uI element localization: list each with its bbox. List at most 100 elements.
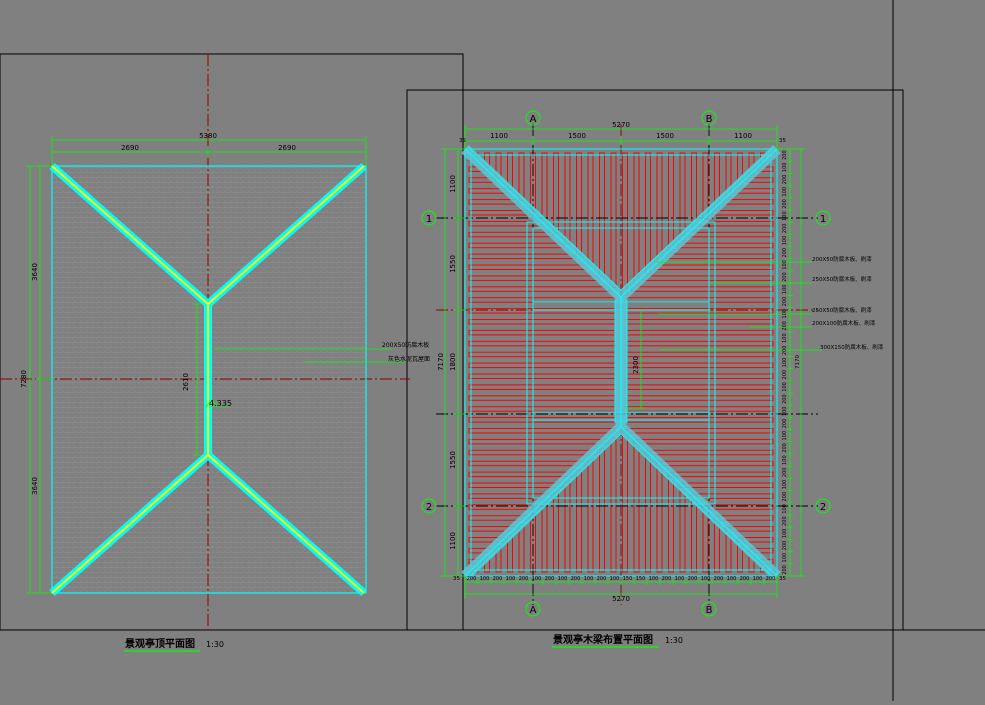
rafter-top [656, 152, 663, 264]
right-rafter-dim-19: 100 [782, 382, 788, 392]
rafter-left [468, 428, 616, 434]
right-rafter-dim-8: 200 [782, 248, 788, 258]
rafter-right [626, 362, 774, 369]
rafter-right [626, 351, 774, 358]
beam-note-1: 200X50防腐木板、刷漆 [812, 255, 872, 263]
roof-hip-ridges [49, 163, 367, 596]
right-rafter-dim-32: 200 [782, 541, 788, 551]
roof-half-width-left: 2690 [121, 144, 139, 152]
bottom-rafter-dim-16: 100 [675, 576, 685, 582]
rafter-bottom [656, 461, 663, 573]
bottom-rafter-dim-9: 100 [584, 576, 594, 582]
axis-bubble-1-right: 1 [815, 210, 831, 226]
axis-bubble-a-bottom: A [525, 601, 541, 617]
rafter-left [468, 340, 616, 347]
rafter-right [626, 428, 774, 434]
rafter-top [633, 152, 640, 286]
diagonal-hip-beams [461, 145, 781, 580]
roof-plan: 2610 4.335 200X50防腐木板 灰色水泥瓦屋面 5380 2690 … [0, 54, 430, 652]
rafter-top [610, 152, 617, 289]
right-rafter-dim-27: 100 [782, 480, 788, 490]
rafter-top [576, 152, 582, 256]
beam-note-3: 250X50防腐木板、刷漆 [812, 306, 872, 314]
roof-elevation-value: 4.335 [209, 399, 232, 408]
rafter-right [723, 199, 774, 205]
rafter-right [626, 340, 774, 347]
axis-bubble-2-left: 2 [421, 498, 437, 514]
roof-note-board: 200X50防腐木板 [382, 341, 429, 349]
rafter-bottom [587, 458, 594, 573]
rafter-left [468, 199, 519, 205]
svg-text:B: B [706, 605, 713, 616]
rafter-right [666, 471, 774, 478]
beam-dim-top-1: 1100 [490, 132, 508, 140]
svg-text:1: 1 [820, 214, 826, 225]
right-rafter-dim-18: 200 [782, 370, 788, 380]
roof-note-leaders [214, 348, 405, 363]
beam-right-rafter-dims: 200 100 200 100 200 100 200 100 200 100 200 100 200 1… [782, 148, 793, 575]
right-rafter-dim-9: 100 [782, 260, 788, 270]
roof-plan-title: 景观亭顶平面图 [125, 637, 195, 650]
roof-lower-depth: 3640 [31, 477, 39, 495]
rafter-bottom [622, 428, 628, 573]
rafter-right [688, 231, 774, 238]
rafter-left [468, 319, 616, 325]
rafter-left [468, 482, 564, 488]
roof-upper-depth: 3640 [31, 263, 39, 281]
rafter-left [468, 308, 616, 314]
bottom-rafter-dim-14: 100 [649, 576, 659, 582]
right-rafter-dim-33: 100 [782, 553, 788, 563]
rafter-top [564, 152, 571, 245]
right-rafter-dim-2: 200 [782, 175, 788, 185]
right-rafter-dim-6: 200 [782, 224, 788, 234]
axis-bubble-1-left: 1 [421, 210, 437, 226]
rafter-left [468, 438, 610, 445]
beam-corner-note-right: 35 [779, 138, 786, 144]
beam-note-4: 200X100防腐木板、刷漆 [812, 319, 876, 327]
rafter-top [541, 152, 548, 223]
beam-top-dimensions [464, 125, 778, 149]
right-rafter-dim-20: 200 [782, 394, 788, 404]
beam-note-5: 300X150防腐木板、刷漆 [820, 343, 884, 351]
svg-text:1: 1 [426, 214, 432, 225]
roof-total-width: 5380 [199, 132, 217, 140]
right-rafter-dim-4: 200 [782, 199, 788, 209]
right-rafter-dim-26: 200 [782, 468, 788, 478]
rafter-bottom [645, 450, 651, 573]
roof-ridge-length: 2610 [182, 373, 190, 391]
svg-text:2: 2 [820, 502, 826, 513]
rafter-right [632, 438, 774, 445]
rafter-top [518, 152, 525, 201]
svg-text:A: A [530, 114, 537, 125]
right-rafter-dim-1: 100 [782, 163, 788, 173]
rafter-right [626, 384, 774, 390]
rafter-left [468, 329, 616, 336]
rafter-right [626, 329, 774, 336]
rafter-right [626, 308, 774, 314]
roof-total-height: 7280 [20, 370, 28, 388]
rafter-left [468, 460, 587, 467]
rafter-left [468, 362, 616, 369]
beam-side-height: 7170 [795, 355, 801, 369]
right-rafter-dim-11: 100 [782, 285, 788, 295]
beam-total-width-bottom: 5270 [612, 595, 630, 603]
rafter-bottom [518, 524, 525, 573]
right-rafter-dim-23: 100 [782, 431, 788, 441]
rafter-bottom [668, 472, 674, 573]
rafter-right [654, 264, 774, 270]
rafter-right [677, 242, 774, 249]
bottom-rafter-dim-10: 200 [597, 576, 607, 582]
rafter-bottom [576, 469, 582, 573]
beam-dim-top-4: 1100 [734, 132, 752, 140]
bottom-rafter-dim-13: 150 [636, 576, 646, 582]
rafter-left [468, 242, 565, 249]
rafter-top [645, 152, 651, 275]
beam-plan-title: 景观亭木梁布置平面图 [553, 633, 653, 646]
bottom-rafter-dim-6: 200 [545, 576, 555, 582]
roof-top-dimensions [51, 136, 367, 166]
svg-text:B: B [706, 114, 713, 125]
rafter-left [468, 373, 616, 379]
roof-left-dimensions [26, 165, 52, 594]
rafter-right [626, 319, 774, 325]
